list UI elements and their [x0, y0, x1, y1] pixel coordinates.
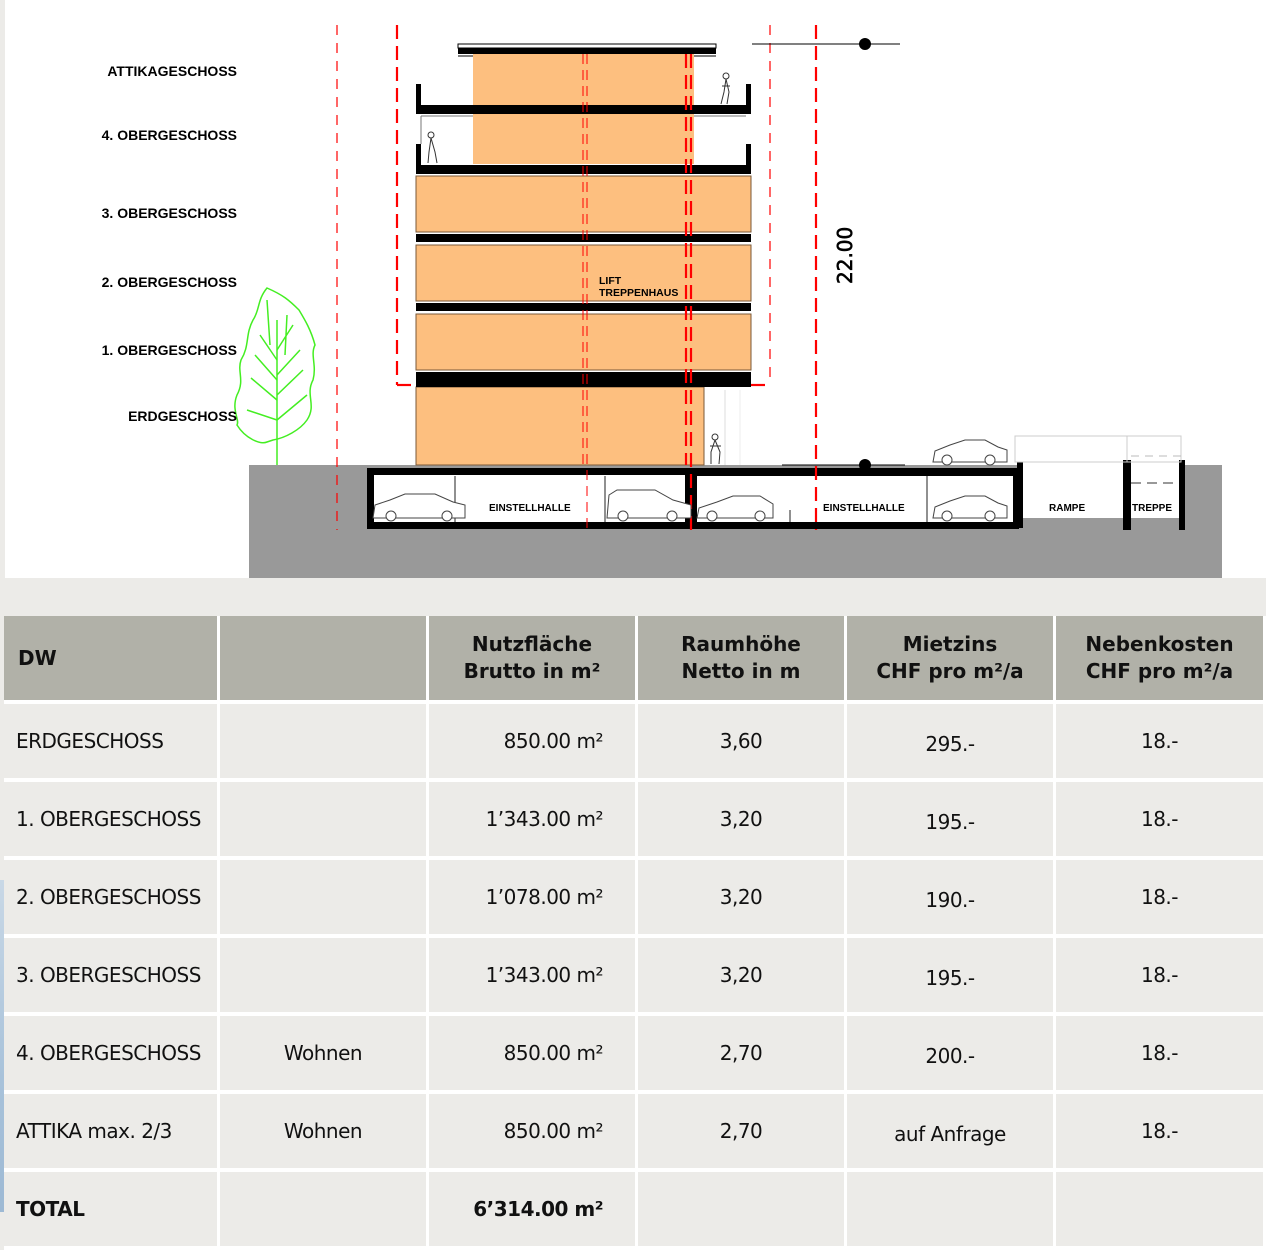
- building-section-drawing: LIFT TREPPENHAUS EINSTELLHALLE EINSTELLH…: [5, 0, 1266, 578]
- floor-label-3og: 3. OBERGESCHOSS: [101, 205, 237, 221]
- cell-height: 2,70: [638, 1094, 847, 1172]
- height-dimension: 22.00: [833, 227, 857, 284]
- cell-area: 1’078.00 m²: [429, 860, 638, 938]
- table-row: ATTIKA max. 2/3 Wohnen 850.00 m² 2,70 au…: [4, 1094, 1266, 1172]
- garage-label-right: EINSTELLHALLE: [823, 503, 905, 514]
- table-row: 2. OBERGESCHOSS 1’078.00 m² 3,20 190.- 1…: [4, 860, 1266, 938]
- floor-label-4og: 4. OBERGESCHOSS: [101, 127, 237, 143]
- core-label-line1: LIFT: [599, 275, 622, 287]
- cell-height: 3,20: [638, 782, 847, 860]
- cell-costs: 18.-: [1056, 704, 1266, 782]
- cell-height: 3,60: [638, 704, 847, 782]
- floor-label-1og: 1. OBERGESCHOSS: [101, 342, 237, 358]
- cell-floor: ERDGESCHOSS: [4, 704, 220, 782]
- floor-erdgeschoss: [415, 386, 705, 466]
- cell-use: Wohnen: [220, 1016, 429, 1094]
- header-use: [220, 616, 429, 704]
- cell-costs: 18.-: [1056, 938, 1266, 1016]
- cell-height: 3,20: [638, 938, 847, 1016]
- cell-use: [220, 782, 429, 860]
- table-row: ERDGESCHOSS 850.00 m² 3,60 295.- 18.-: [4, 704, 1266, 782]
- cell-area: 850.00 m²: [429, 704, 638, 782]
- cell-costs: 18.-: [1056, 782, 1266, 860]
- cell-costs: 18.-: [1056, 1016, 1266, 1094]
- table-total-row: TOTAL 6’314.00 m²: [4, 1172, 1266, 1250]
- table-row: 4. OBERGESCHOSS Wohnen 850.00 m² 2,70 20…: [4, 1016, 1266, 1094]
- cell-area: 1’343.00 m²: [429, 782, 638, 860]
- cell-use: [220, 938, 429, 1016]
- ramp-wall: [1123, 460, 1131, 530]
- car-icon: [372, 439, 1008, 522]
- cell-rent: [847, 1172, 1056, 1250]
- ramp-label: RAMPE: [1049, 503, 1085, 514]
- boundary-lines: [336, 25, 818, 530]
- floor-label-2og: 2. OBERGESCHOSS: [101, 274, 237, 290]
- stair-label: TREPPE: [1132, 503, 1172, 514]
- cell-use: Wohnen: [220, 1094, 429, 1172]
- cell-use: [220, 704, 429, 782]
- cell-costs: [1056, 1172, 1266, 1250]
- cell-height: 2,70: [638, 1016, 847, 1094]
- cell-rent: 195.-: [847, 938, 1056, 1016]
- cell-area: 1’343.00 m²: [429, 938, 638, 1016]
- stair: [1131, 462, 1179, 518]
- cell-rent: auf Anfrage: [847, 1094, 1056, 1172]
- cell-use: [220, 860, 429, 938]
- header-dw: DW: [4, 616, 220, 704]
- cell-floor: TOTAL: [4, 1172, 220, 1250]
- tree-icon: [234, 287, 316, 465]
- cell-area: 850.00 m²: [429, 1094, 638, 1172]
- floor-label-attika: ATTIKAGESCHOSS: [107, 63, 237, 79]
- table-row: 3. OBERGESCHOSS 1’343.00 m² 3,20 195.- 1…: [4, 938, 1266, 1016]
- cell-area: 6’314.00 m²: [429, 1172, 638, 1250]
- cell-costs: 18.-: [1056, 860, 1266, 938]
- height-marker-point: [859, 38, 871, 50]
- person-icon: [427, 72, 730, 465]
- garage-label-left: EINSTELLHALLE: [489, 503, 571, 514]
- cell-floor: 4. OBERGESCHOSS: [4, 1016, 220, 1094]
- cell-costs: 18.-: [1056, 1094, 1266, 1172]
- cell-floor: 3. OBERGESCHOSS: [4, 938, 220, 1016]
- cell-rent: 295.-: [847, 704, 1056, 782]
- section-svg: LIFT TREPPENHAUS EINSTELLHALLE EINSTELLH…: [234, 25, 1222, 578]
- cell-floor: 1. OBERGESCHOSS: [4, 782, 220, 860]
- cell-area: 850.00 m²: [429, 1016, 638, 1094]
- cell-rent: 190.-: [847, 860, 1056, 938]
- cell-use: [220, 1172, 429, 1250]
- cell-height: [638, 1172, 847, 1250]
- floor-label-eg: ERDGESCHOSS: [128, 408, 237, 424]
- ramp: [1017, 462, 1023, 528]
- core-label-line2: TREPPENHAUS: [599, 287, 678, 299]
- table-row: 1. OBERGESCHOSS 1’343.00 m² 3,20 195.- 1…: [4, 782, 1266, 860]
- cell-rent: 200.-: [847, 1016, 1056, 1094]
- cell-floor: ATTIKA max. 2/3: [4, 1094, 220, 1172]
- cell-height: 3,20: [638, 860, 847, 938]
- cell-rent: 195.-: [847, 782, 1056, 860]
- cell-floor: 2. OBERGESCHOSS: [4, 860, 220, 938]
- roof-slab: [458, 48, 716, 54]
